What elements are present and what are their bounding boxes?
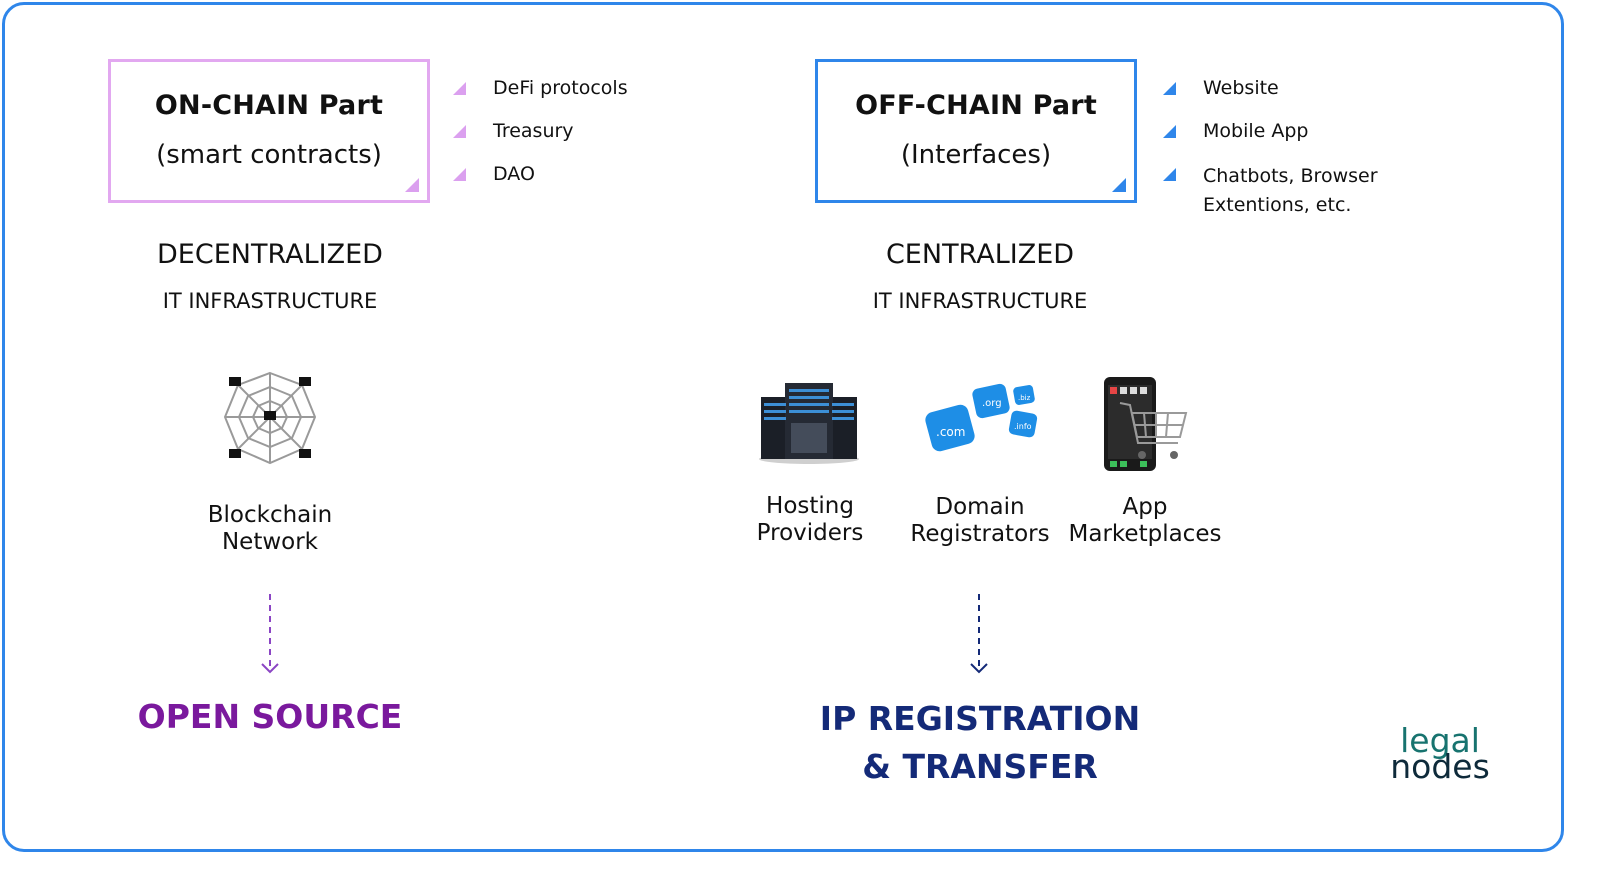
- corner-triangle-icon: [405, 178, 419, 192]
- on-chain-title: ON-CHAIN Part: [154, 90, 384, 121]
- decentralized-heading: DECENTRALIZED: [157, 239, 383, 270]
- domain-tag-com: .com: [936, 425, 965, 439]
- centralized-subheading: IT INFRASTRUCTURE: [872, 289, 1088, 313]
- arrow-down-icon: [261, 594, 279, 674]
- phone-shopping-cart-icon: [1104, 377, 1188, 471]
- arrow-down-icon: [970, 594, 988, 674]
- triangle-bullet-icon: [1163, 82, 1176, 95]
- on-chain-bullet-list: DeFi protocols Treasury DAO: [453, 76, 628, 205]
- ip-registration-result: IP REGISTRATION & TRANSFER: [819, 699, 1141, 786]
- app-marketplaces-label: App Marketplaces: [1068, 494, 1222, 547]
- domain-tag-biz: .biz: [1018, 394, 1031, 402]
- hosting-providers-label: Hosting Providers: [756, 493, 864, 546]
- domain-registrators-label: Domain Registrators: [910, 494, 1050, 547]
- off-chain-subtitle: (Interfaces): [900, 140, 1052, 170]
- corner-triangle-icon: [1112, 178, 1126, 192]
- domain-tag-info: .info: [1014, 422, 1032, 431]
- list-item: DAO: [453, 162, 628, 186]
- triangle-bullet-icon: [1163, 168, 1176, 181]
- blockchain-network-label: Blockchain Network: [207, 502, 333, 555]
- list-item: Mobile App: [1163, 119, 1378, 143]
- blockchain-network-icon: [223, 371, 317, 465]
- list-item: Treasury: [453, 119, 628, 143]
- server-rack-icon: [759, 383, 859, 464]
- domain-tag-org: .org: [982, 398, 1002, 409]
- on-chain-box: ON-CHAIN Part (smart contracts): [108, 59, 430, 203]
- on-chain-subtitle: (smart contracts): [156, 140, 382, 170]
- off-chain-title: OFF-CHAIN Part: [855, 90, 1097, 121]
- decentralized-subheading: IT INFRASTRUCTURE: [162, 289, 378, 313]
- legal-nodes-logo: legal nodes: [1390, 721, 1490, 786]
- off-chain-box: OFF-CHAIN Part (Interfaces): [815, 59, 1137, 203]
- centralized-heading: CENTRALIZED: [885, 239, 1075, 270]
- open-source-result: OPEN SOURCE: [137, 697, 403, 736]
- list-item: DeFi protocols: [453, 76, 628, 100]
- list-item: Website: [1163, 76, 1378, 100]
- triangle-bullet-icon: [1163, 125, 1176, 138]
- triangle-bullet-icon: [453, 168, 466, 181]
- triangle-bullet-icon: [453, 82, 466, 95]
- triangle-bullet-icon: [453, 125, 466, 138]
- domain-cubes-icon: .com .org .biz .info: [925, 383, 1038, 452]
